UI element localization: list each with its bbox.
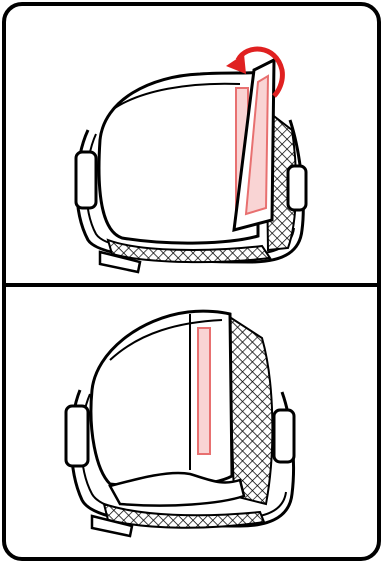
right-clip — [288, 166, 306, 210]
left-clip — [66, 406, 88, 466]
right-clip — [274, 410, 294, 462]
adhesive-strip-applied — [198, 328, 210, 454]
left-clip — [76, 152, 96, 208]
